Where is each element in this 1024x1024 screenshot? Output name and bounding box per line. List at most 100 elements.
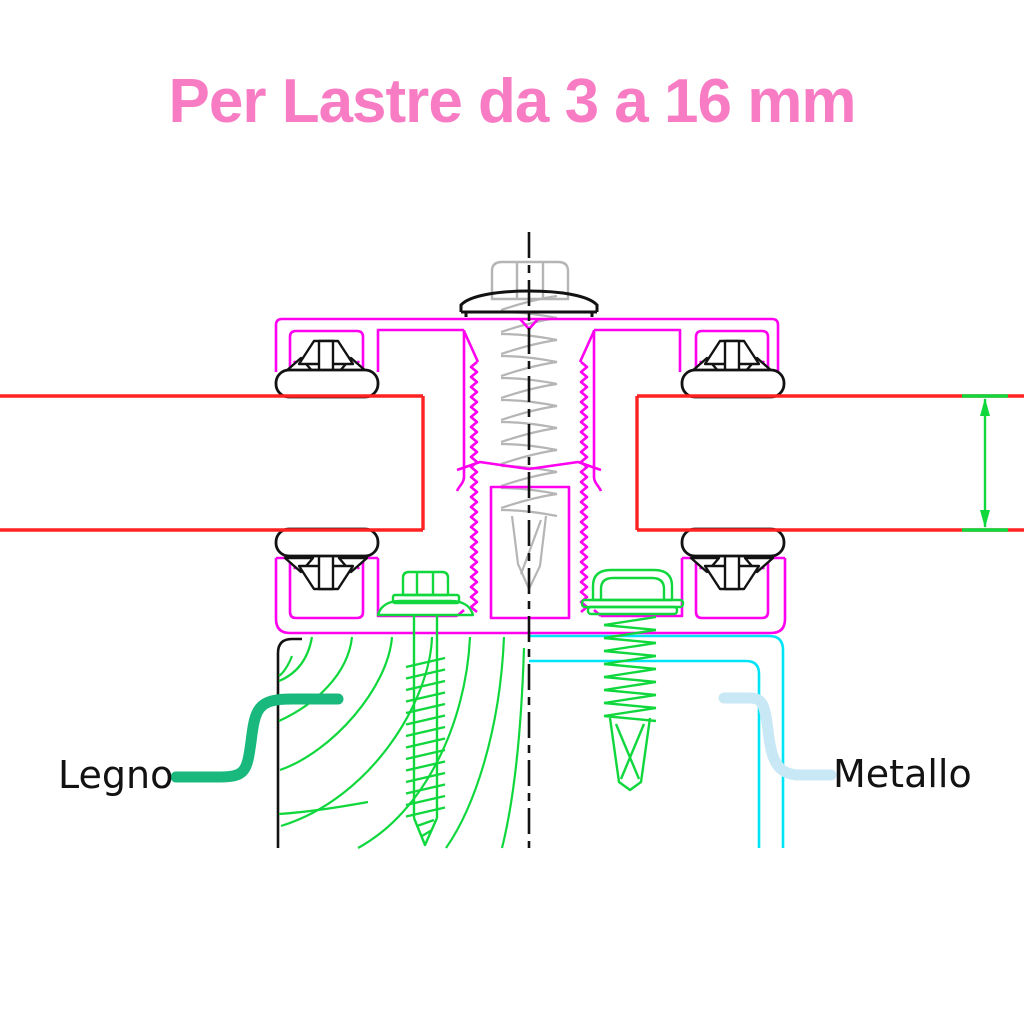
coil-path <box>604 638 656 643</box>
boss-bore-rect <box>491 487 569 618</box>
helix-path <box>501 472 557 486</box>
top-left-channel <box>290 331 363 372</box>
cover-screw-shank <box>501 296 557 589</box>
wood-screw-thread-hatch <box>406 658 445 817</box>
boss-wall-right <box>594 330 601 491</box>
coil-path <box>604 716 656 721</box>
sheet-panel-right <box>637 396 1024 530</box>
coil-path <box>604 695 656 703</box>
helix-path <box>501 340 557 354</box>
wood-screw-washer <box>393 595 459 603</box>
hex-head <box>492 262 568 299</box>
helix-path <box>501 356 557 362</box>
helix-path <box>501 334 557 340</box>
hatch-path <box>406 750 445 759</box>
boss-funnel-left <box>464 331 478 362</box>
helix-path <box>501 450 557 464</box>
wood-screw-tip <box>414 818 437 845</box>
dimension-arrowhead-down <box>980 510 990 528</box>
hatch-path <box>406 785 445 794</box>
cover-screw-threads <box>501 296 557 516</box>
wood-screw-flange <box>378 601 473 615</box>
hatch-path <box>406 658 445 667</box>
hatch-path <box>406 762 445 771</box>
coil-path <box>604 690 656 695</box>
boss-thread-zigzags <box>471 362 587 612</box>
hatch-path <box>406 716 445 725</box>
helix-path <box>501 296 557 310</box>
snap-clip-bottom <box>725 552 739 589</box>
metal-screw-washer-bottom <box>588 607 677 614</box>
cover-screw-point-flute <box>521 520 541 574</box>
hatch-path <box>406 681 445 690</box>
zigs-path <box>581 362 587 612</box>
helix-path <box>501 362 557 376</box>
bottom-profile-shell <box>276 558 785 633</box>
hatch-path <box>406 727 445 736</box>
wood-screw-hex-head <box>403 572 448 595</box>
sheet-panel-left <box>0 396 423 530</box>
wood-base <box>278 637 524 848</box>
metal-screw <box>582 570 683 790</box>
coil-path <box>604 656 656 664</box>
helix-path <box>501 400 557 406</box>
boss-funnel-right <box>580 331 594 362</box>
metal-screw-coil <box>604 617 656 721</box>
coil-path <box>604 625 656 630</box>
helix-path <box>501 406 557 420</box>
hatch-path <box>406 796 445 805</box>
hatch-path <box>406 670 445 679</box>
wood-label: Legno <box>58 753 174 797</box>
metal-screw-head-contour <box>601 578 664 600</box>
metal-leader-curve <box>724 698 831 775</box>
wood-screw <box>378 572 473 845</box>
coil-path <box>604 617 656 625</box>
gasket-bottom-right <box>682 529 784 556</box>
dimension-ticks <box>962 396 1008 530</box>
metal-screw-drill-point <box>610 718 650 790</box>
hatch-path <box>406 704 445 713</box>
metal-tube <box>529 636 783 848</box>
helix-path <box>501 494 557 508</box>
coil-path <box>604 708 656 716</box>
gasket-bottom-left <box>276 529 378 556</box>
helix-path <box>501 444 557 450</box>
helix-path <box>501 378 557 384</box>
bottom-right-channel <box>696 558 768 618</box>
top-profile-shell <box>276 319 778 372</box>
dimension-arrowhead-up <box>980 398 990 416</box>
gaskets <box>276 370 784 556</box>
boss-junction <box>457 462 601 470</box>
snap-clip-bottom <box>319 552 333 589</box>
helix-path <box>501 428 557 442</box>
coil-path <box>604 677 656 682</box>
coil-path <box>604 664 656 669</box>
coil-path <box>604 630 656 638</box>
coil-path <box>604 682 656 690</box>
metal-screw-pan-head <box>593 570 672 600</box>
top-cavity-left <box>378 330 464 372</box>
bottom-web-right <box>601 558 682 616</box>
metal-label: Metallo <box>833 752 972 796</box>
metal-tube-outer <box>529 636 783 848</box>
hatch-path <box>406 808 445 817</box>
bottom-left-channel <box>290 558 363 618</box>
coil-path <box>604 651 656 656</box>
boss-bottom-join <box>457 610 601 616</box>
gasket-top-left <box>276 370 378 397</box>
sheet-thickness-dimension <box>962 396 1008 530</box>
wood-grain <box>279 637 524 848</box>
helix-path <box>501 510 557 516</box>
helix-path <box>501 384 557 398</box>
hatch-path <box>406 739 445 748</box>
sheet-panels <box>0 396 1024 530</box>
top-cavity-right <box>594 330 680 372</box>
coil-path <box>604 669 656 677</box>
boss-wall-left <box>457 330 464 491</box>
gasket-top-right <box>682 370 784 397</box>
zigs-path <box>471 362 477 612</box>
hatch-path <box>406 773 445 782</box>
coil-path <box>604 643 656 651</box>
wood-leader-curve <box>176 699 338 777</box>
